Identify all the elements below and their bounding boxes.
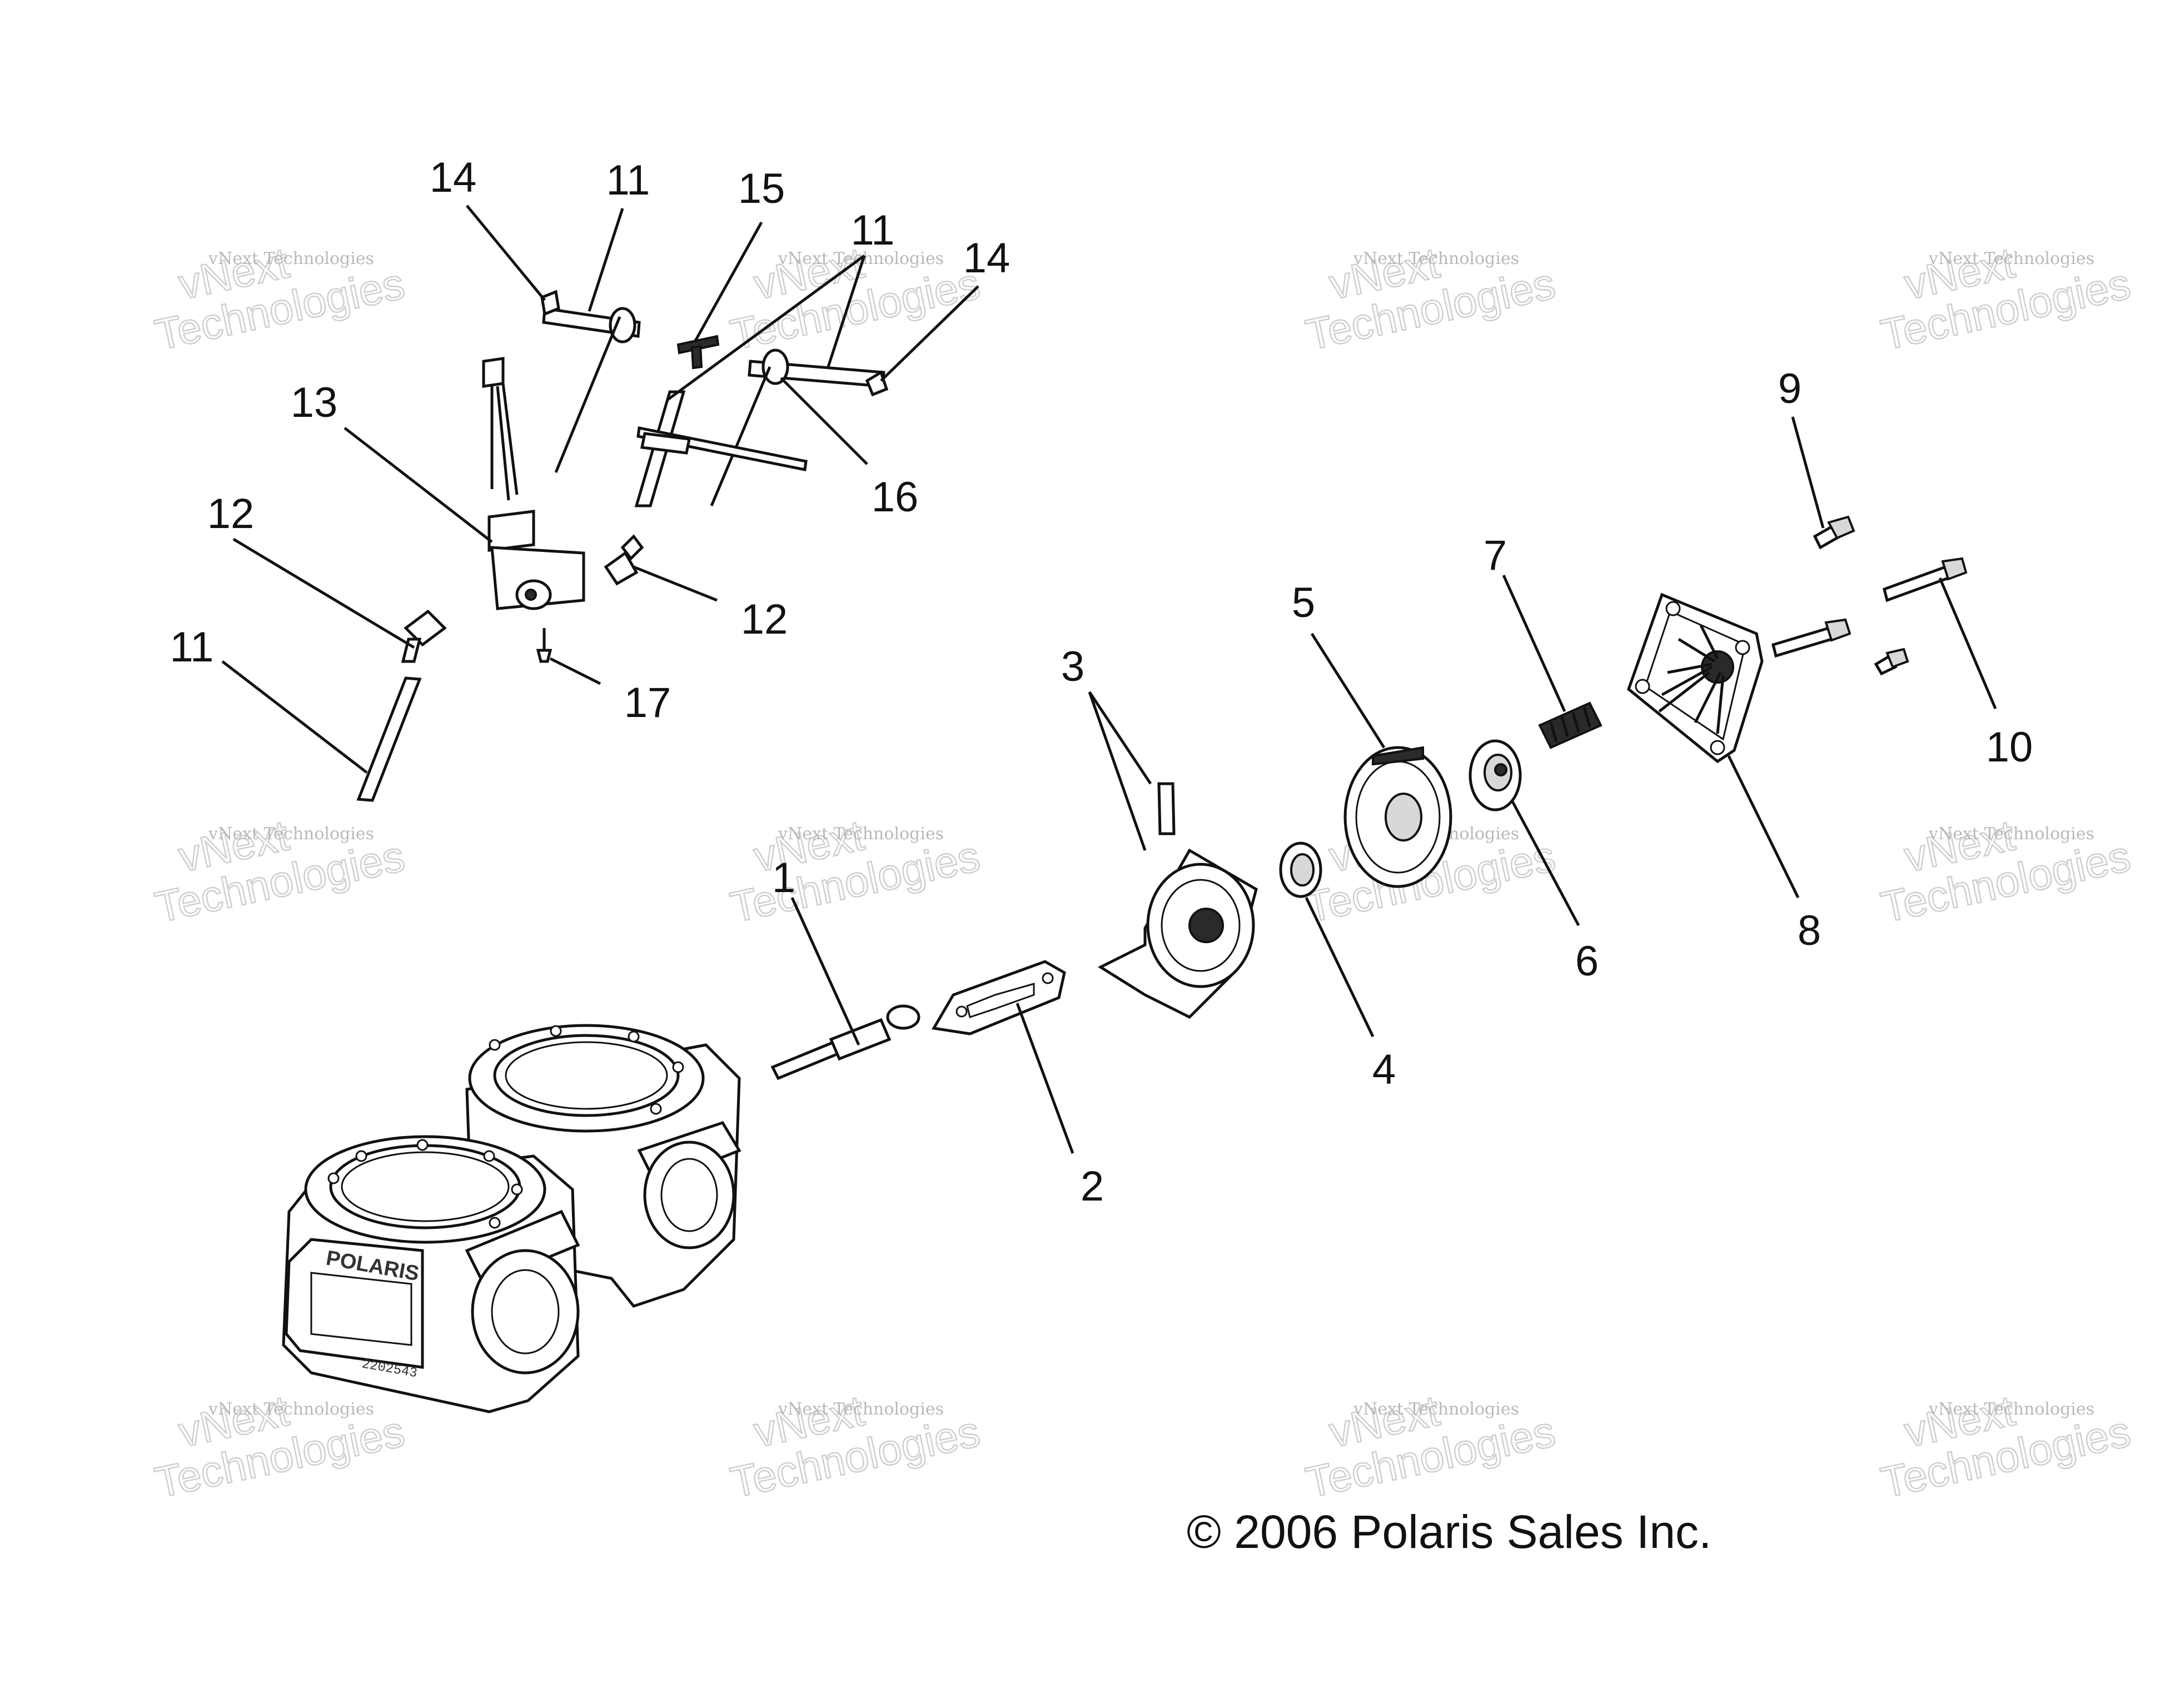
callout-numbers: 1 2 3 4 5 6 7 8 9 10 11 11 11 11 12 12 1… xyxy=(170,154,2033,1210)
watermark-text: vNext Technologies xyxy=(778,1400,944,1419)
watermark-text: vNext Technologies xyxy=(208,824,374,844)
part-15-tee-fitting xyxy=(676,335,720,370)
leader-13 xyxy=(344,427,493,543)
part-2-gasket xyxy=(931,960,1066,1035)
leader-1 xyxy=(790,897,860,1046)
leader-12-right xyxy=(633,565,718,602)
callout-4: 4 xyxy=(1372,1046,1396,1093)
leader-3b xyxy=(1088,691,1147,851)
leader-17 xyxy=(549,657,601,685)
watermark-text: vNext Technologies xyxy=(1928,249,2094,268)
copyright-notice: © 2006 Polaris Sales Inc. xyxy=(1187,1506,1711,1558)
watermark-text: vNext Technologies xyxy=(208,1400,374,1419)
part-7-spring xyxy=(1538,701,1602,749)
leader-15 xyxy=(693,221,763,343)
leader-3a xyxy=(1088,691,1152,785)
part-14-caps xyxy=(540,290,889,397)
leader-4 xyxy=(1305,897,1375,1038)
watermark-6: vNext Technologies xyxy=(725,810,984,933)
callout-14-right: 14 xyxy=(963,235,1011,282)
leader-11-top xyxy=(588,208,624,312)
leader-12-left xyxy=(232,537,415,649)
callout-10: 10 xyxy=(1986,724,2033,771)
callout-15: 15 xyxy=(738,165,785,212)
leader-11-left xyxy=(221,660,368,774)
callout-2: 2 xyxy=(1081,1163,1104,1210)
part-1-shaft xyxy=(770,1004,920,1080)
watermark-1: vNext Technologies xyxy=(150,237,409,360)
callout-5: 5 xyxy=(1292,579,1315,626)
callout-11-top: 11 xyxy=(606,157,650,204)
watermark-text: vNext Technologies xyxy=(1353,1400,1519,1419)
callout-9: 9 xyxy=(1778,365,1801,412)
part-12-fittings xyxy=(401,534,644,663)
part-5-impeller xyxy=(1343,746,1452,888)
part-10-bolts xyxy=(1771,557,1968,658)
callout-14-left: 14 xyxy=(430,154,477,201)
leader-10 xyxy=(1938,577,1997,709)
leader-5 xyxy=(1310,633,1386,749)
cylinder-block: POLARIS 2202543 xyxy=(282,1024,741,1413)
callout-12-left: 12 xyxy=(207,490,255,537)
watermark-3: vNext Technologies xyxy=(1301,237,1560,360)
leader-16 xyxy=(780,377,868,465)
callout-1: 1 xyxy=(772,854,795,902)
watermark-text: vNext Technologies xyxy=(1928,1400,2094,1419)
watermark-11: vNext Technologies xyxy=(1301,1385,1560,1508)
watermark-8: vNext Technologies xyxy=(1876,810,2135,933)
leader-6 xyxy=(1510,799,1580,927)
callout-13: 13 xyxy=(291,379,338,426)
leader-7 xyxy=(1502,574,1566,713)
part-6-thermostat xyxy=(1469,739,1522,811)
part-4-seal xyxy=(1279,841,1322,898)
callout-6: 6 xyxy=(1575,938,1599,985)
callout-11-mid: 11 xyxy=(851,207,895,254)
part-13-solenoid xyxy=(482,357,585,610)
callout-3: 3 xyxy=(1061,643,1084,690)
leader-14-right xyxy=(880,285,979,382)
part-8-pump-cover xyxy=(1627,592,1764,764)
callout-11-left: 11 xyxy=(170,624,214,671)
callout-12-right: 12 xyxy=(741,596,788,643)
leader-9 xyxy=(1791,416,1825,529)
leader-lines xyxy=(221,205,1997,1154)
watermark-12: vNext Technologies xyxy=(1876,1385,2135,1508)
watermark-text: vNext Technologies xyxy=(778,824,944,844)
callout-17: 17 xyxy=(624,679,671,726)
callout-16: 16 xyxy=(872,474,919,521)
leader-8 xyxy=(1727,755,1800,899)
leader-14-left xyxy=(466,205,546,301)
watermark-4: vNext Technologies xyxy=(1876,237,2135,360)
part-17-screw xyxy=(536,628,553,663)
part-9-bolts xyxy=(1813,515,1909,676)
part-3-pump-housing xyxy=(1097,782,1258,1019)
callout-7: 7 xyxy=(1484,532,1507,579)
leader-11-mid-a xyxy=(666,254,865,402)
part-16-clamps xyxy=(554,307,808,506)
watermark-text: vNext Technologies xyxy=(1353,249,1519,268)
leader-11-mid-b xyxy=(827,255,866,367)
watermark-5: vNext Technologies xyxy=(150,810,409,933)
watermark-10: vNext Technologies xyxy=(725,1385,984,1508)
watermark-text: vNext Technologies xyxy=(208,249,374,268)
leader-2 xyxy=(1016,1003,1074,1154)
callout-8: 8 xyxy=(1798,907,1821,954)
watermark-text: vNext Technologies xyxy=(1928,824,2094,844)
